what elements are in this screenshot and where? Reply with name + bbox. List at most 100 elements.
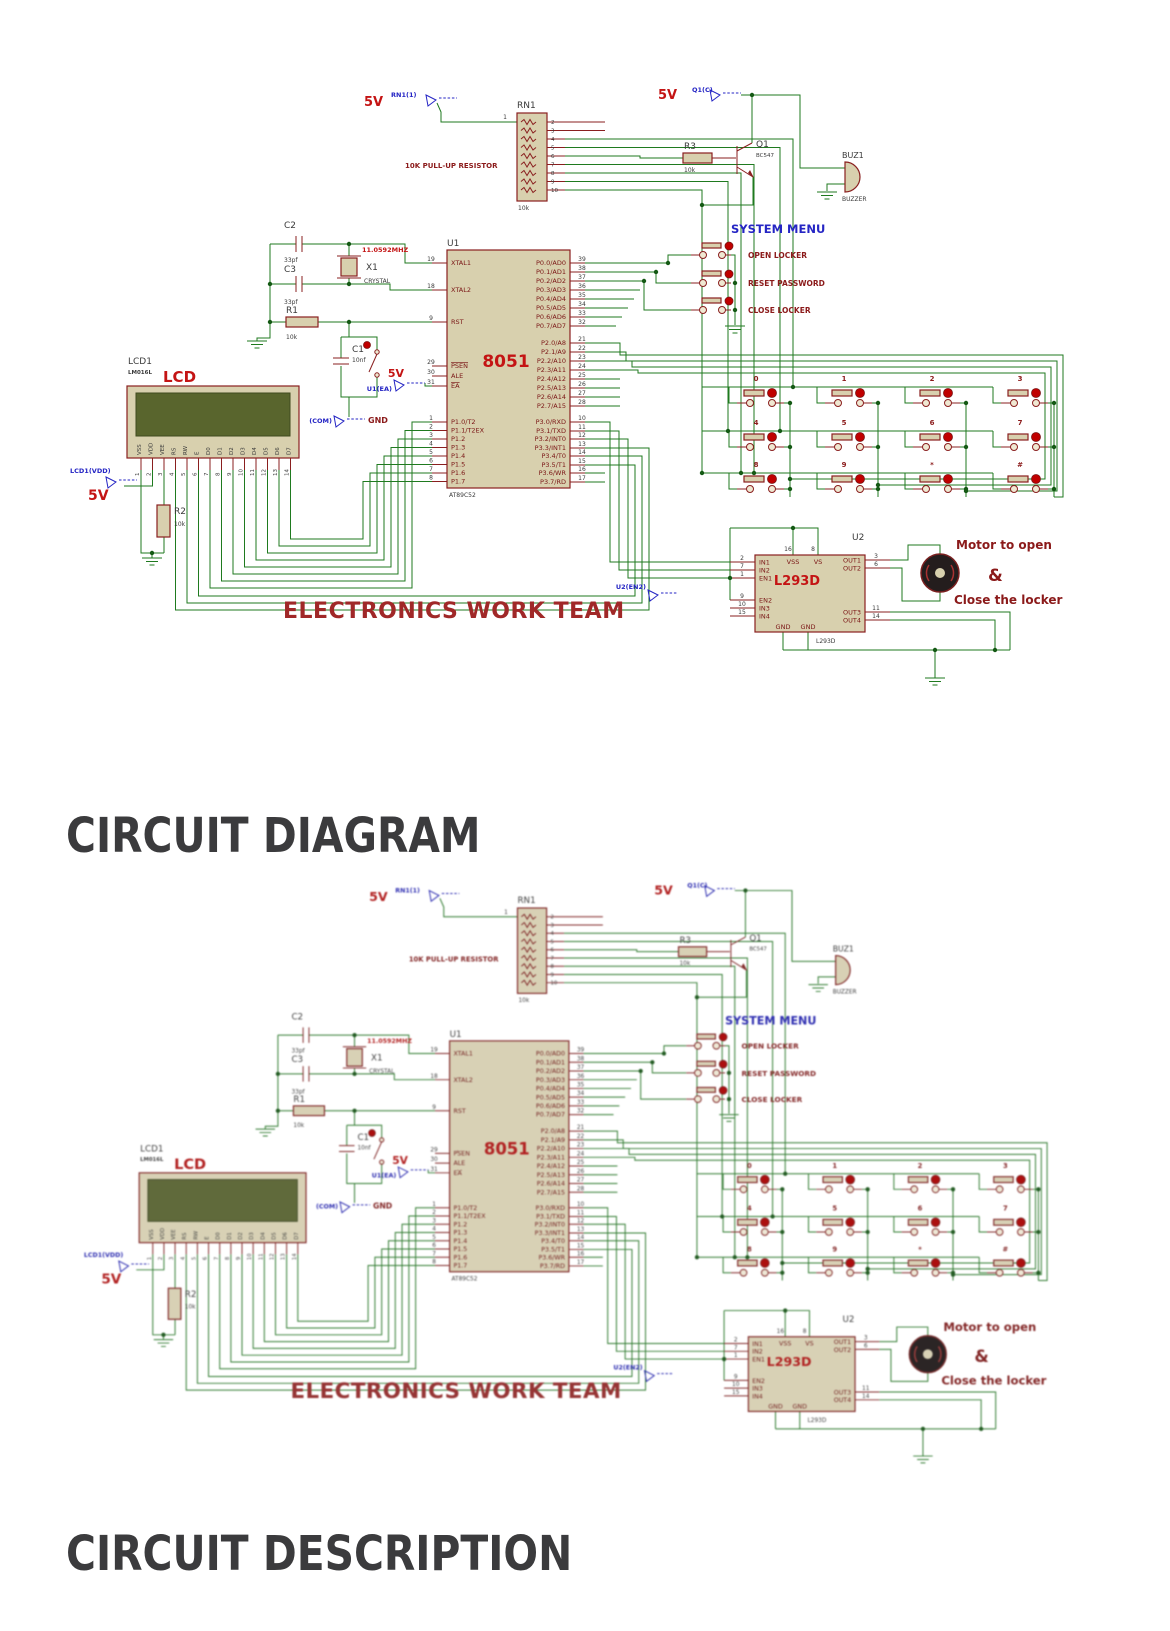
motor-caption-1: Motor to open <box>956 538 1052 552</box>
u1-pin-name: ALE <box>453 1160 465 1167</box>
lcd-part: LM016L <box>128 370 152 376</box>
r3-value: 10k <box>684 167 696 174</box>
key-label: 2 <box>918 1162 923 1170</box>
x1-freq: 11.0592MHZ <box>367 1038 412 1045</box>
r1-value: 10k <box>286 334 298 341</box>
lcd-pin-names: VSS VDD VEE RS RW E D0 D1 D2 D3 D4 D5 D6… <box>149 1228 300 1240</box>
r3-body <box>677 946 708 958</box>
lcd-pin-name: VSS <box>149 1229 155 1240</box>
u2-pin-name: OUT3 <box>834 1389 851 1396</box>
u1-name: 8051 <box>482 352 529 372</box>
menu-item: CLOSE LOCKER <box>742 1095 803 1104</box>
u1-pin-number: 26 <box>578 381 586 388</box>
u2-pin-name: EN1 <box>752 1356 765 1363</box>
lcd-screen <box>147 1179 298 1222</box>
key-label: 8 <box>754 461 759 469</box>
lcd-pin-name: D4 <box>260 1232 266 1240</box>
power-terminal-icon <box>425 94 437 107</box>
u1-pin-name: P1.4 <box>453 1238 467 1245</box>
component-layer <box>138 907 947 1413</box>
u1-pin-name: P1.7 <box>453 1263 467 1270</box>
u1-pin-name: P1.2 <box>451 435 465 443</box>
u1-pin-number: 3 <box>429 432 433 439</box>
key-label: 7 <box>1003 1205 1008 1213</box>
u2-pin-name: IN4 <box>752 1393 763 1400</box>
u2-body <box>754 554 866 633</box>
r2-value: 10k <box>174 521 186 528</box>
circuit-diagram-image-2: 0 1 2 3 4 5 6 7 8 9 * # 5V RN1(1) RN1 10… <box>16 876 1151 1507</box>
r2-body <box>156 504 171 538</box>
u1-part: AT89C52 <box>449 492 476 499</box>
keypad-buttons <box>737 1174 1026 1277</box>
supply-label: 5V <box>364 95 383 110</box>
rn1-pin: 4 <box>550 931 554 937</box>
u2-ref: U2 <box>842 1315 854 1325</box>
u2-pin-number: 7 <box>734 1345 738 1351</box>
u2-pin-number: 8 <box>803 1329 807 1335</box>
u1-pin-number: 36 <box>577 1074 585 1080</box>
rn1-pin: 4 <box>551 137 555 143</box>
ground-terminal-icon <box>333 415 345 428</box>
x1-ref: X1 <box>371 1053 383 1063</box>
u2-pin-number: 10 <box>732 1382 740 1388</box>
u2-pin-number: 1 <box>740 571 744 578</box>
u1-pin-name: P1.6 <box>453 1254 467 1261</box>
lcd-pin-number: 13 <box>281 1253 287 1260</box>
u2-body <box>747 1336 856 1413</box>
power-terminal-icon <box>704 884 716 898</box>
lcd-pin-number: 5 <box>181 472 187 476</box>
lcd-pin-number: 1 <box>147 1257 153 1260</box>
lcd-pin-name: VEE <box>160 444 166 455</box>
u1-pin-number: 2 <box>429 424 433 431</box>
u1-pin-name: P2.0/A8 <box>541 1128 565 1135</box>
key-label: 4 <box>747 1205 752 1213</box>
lcd-pin-number: 2 <box>158 1257 164 1260</box>
u1-pin-name: P2.6/A14 <box>537 393 566 401</box>
rn1-ref: RN1 <box>517 896 535 906</box>
u2-pin-number: 8 <box>811 546 815 553</box>
u2-pin-name: IN3 <box>752 1386 763 1393</box>
u1-pin-number: 31 <box>427 379 435 386</box>
u2-pin-number: 14 <box>862 1394 870 1400</box>
u2-name: L293D <box>774 574 820 589</box>
u1-pin-name: P3.7/RD <box>540 478 566 486</box>
u1-pin-name: P1.1/T2EX <box>451 427 485 435</box>
c1-value: 10nf <box>352 357 366 364</box>
c2-value: 33pf <box>284 257 298 264</box>
u1-pin-name: P3.5/T1 <box>541 461 566 469</box>
rn1-pin: 9 <box>551 180 555 186</box>
u1-pin-name: P1.5 <box>453 1246 467 1253</box>
u1-pin-number: 4 <box>429 441 433 448</box>
keypad: 0 1 2 3 4 5 6 7 8 9 * # <box>722 1162 1039 1277</box>
lcd-pin-names: VSS VDD VEE RS RW E D0 D1 D2 D3 D4 D5 D6… <box>137 443 293 455</box>
u1-pin-name: P2.4/A12 <box>537 1163 565 1170</box>
u1-pin-name: ALE <box>451 372 463 380</box>
u1-pin-name: RST <box>451 318 464 326</box>
lcd-pin-number: 12 <box>270 1253 276 1260</box>
power-terminal-icon <box>428 889 440 903</box>
lcd-screen <box>135 392 291 437</box>
supply-label: 5V <box>392 1154 408 1167</box>
u1-pin-name: PSEN <box>451 362 468 370</box>
u2-pin-number: 9 <box>740 593 744 600</box>
lcd-title: LCD <box>174 1156 206 1173</box>
u1-pin-number: 35 <box>577 1082 585 1088</box>
u1-pin-number: 23 <box>577 1143 585 1149</box>
u1-pin-number: 8 <box>432 1260 436 1266</box>
u1-pin-name: P2.6/A14 <box>537 1181 565 1188</box>
pin-stub-layer <box>152 916 880 1401</box>
lcd-pin-name: D6 <box>283 1232 289 1240</box>
u1-pin-name: P1.0/T2 <box>451 418 476 426</box>
u1-pin-number: 5 <box>432 1235 436 1241</box>
lcd-pin-number: 14 <box>285 469 291 476</box>
u2-pin-number: 14 <box>872 613 880 620</box>
motor-caption-2: Close the locker <box>954 593 1062 607</box>
c3-value: 33pf <box>291 1089 305 1095</box>
rn1-pin: 7 <box>551 163 555 169</box>
lcd-part: LM016L <box>140 1157 164 1163</box>
u1-pin-name: P2.3/A11 <box>537 1154 565 1161</box>
r2-ref: R2 <box>185 1290 197 1300</box>
menu-title: SYSTEM MENU <box>725 1014 816 1027</box>
u1-pin-number: 34 <box>577 1091 585 1097</box>
menu-item: OPEN LOCKER <box>748 251 807 260</box>
